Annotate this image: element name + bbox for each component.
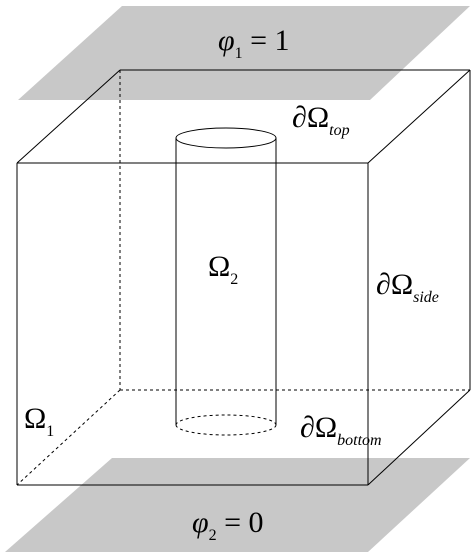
label-phi2: φ2 = 0 bbox=[192, 506, 264, 544]
label-phi1: φ1 = 1 bbox=[218, 24, 290, 62]
cylinder-top bbox=[175, 127, 277, 149]
label-domain-inner: Ω2 bbox=[208, 250, 238, 288]
box-visible-edges bbox=[16, 69, 471, 486]
box-hidden-edges bbox=[16, 70, 470, 486]
cylinder-bottom-front bbox=[175, 424, 277, 436]
cylinder-bottom-back bbox=[175, 414, 277, 426]
cylinder bbox=[175, 127, 277, 436]
top-plate bbox=[18, 6, 470, 100]
label-boundary-top: ∂Ωtop bbox=[292, 101, 350, 139]
label-boundary-bottom: ∂Ωbottom bbox=[300, 411, 382, 449]
label-boundary-side: ∂Ωside bbox=[376, 268, 439, 306]
bottom-plate bbox=[5, 458, 470, 552]
label-domain-outer: Ω1 bbox=[24, 402, 54, 440]
